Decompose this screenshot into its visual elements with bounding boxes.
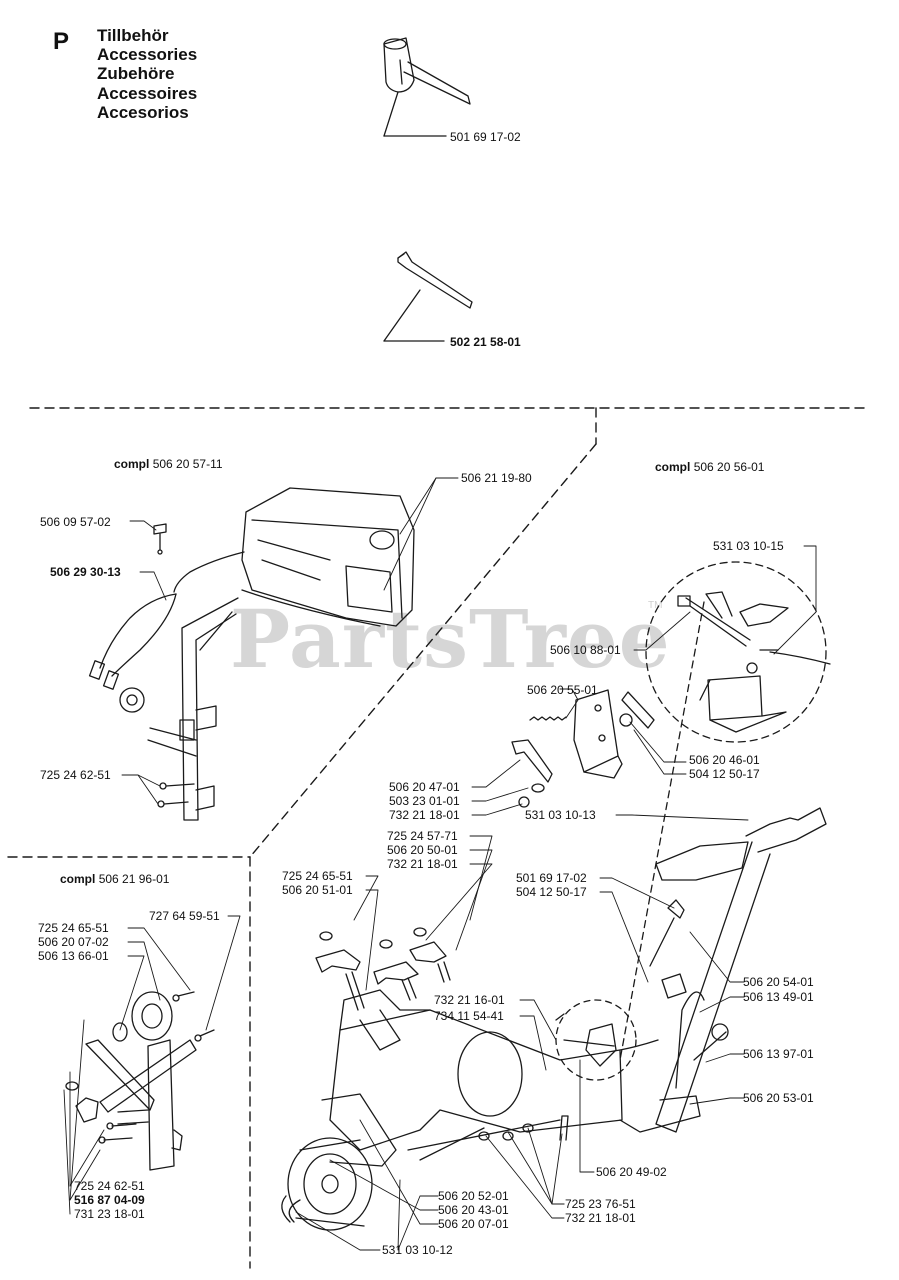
- part-label: 731 23 18-01: [74, 1207, 145, 1221]
- tank-kit-number: 506 20 57-11: [152, 457, 223, 471]
- part-label: 725 23 76-51: [565, 1197, 636, 1211]
- part-label: 504 12 50-17: [689, 767, 760, 781]
- part-label: 503 23 01-01: [389, 794, 460, 808]
- part-label: 734 11 54-41: [434, 1009, 504, 1023]
- part-label: 506 29 30-13: [50, 565, 121, 579]
- wheel-kit-drawing: [65, 991, 215, 1171]
- throttle-kit-header: compl 506 20 56-01: [655, 460, 764, 474]
- part-label: 531 03 10-13: [525, 808, 596, 822]
- wheel-kit-number: 506 21 96-01: [98, 872, 170, 886]
- part-label: 506 20 53-01: [743, 1091, 814, 1105]
- part-label: 506 20 51-01: [282, 883, 353, 897]
- title-english: Accessories: [97, 45, 198, 65]
- leader-lines: [63, 477, 817, 1251]
- tank-kit-prefix: compl: [114, 457, 150, 471]
- part-label: 725 24 57-71: [387, 829, 458, 843]
- part-label: 506 20 46-01: [689, 753, 760, 767]
- watermark-logo: PartsTree: [230, 592, 671, 686]
- title-block: Tillbehör Accessories Zubehöre Accessoir…: [97, 26, 197, 122]
- part-label: 504 12 50-17: [516, 885, 587, 899]
- part-label: 506 13 97-01: [743, 1047, 814, 1061]
- part-label: 506 21 19-80: [461, 471, 532, 485]
- clamp-parts-drawing: [315, 927, 451, 1011]
- part-label: 725 24 65-51: [38, 921, 109, 935]
- part-label: 727 64 59-51: [149, 909, 220, 923]
- throttle-detail-drawing: [645, 561, 831, 743]
- hex-key-drawing: [383, 251, 473, 342]
- part-label: 506 20 47-01: [389, 780, 460, 794]
- throttle-kit-number: 506 20 56-01: [693, 460, 765, 474]
- wheel-kit-header: compl 506 21 96-01: [60, 872, 169, 886]
- hex-key-part-number: 502 21 58-01: [450, 335, 521, 349]
- part-label: 732 21 18-01: [387, 857, 458, 871]
- part-label: 732 21 16-01: [434, 993, 505, 1007]
- part-label: 506 13 49-01: [743, 990, 814, 1004]
- part-label: 506 09 57-02: [40, 515, 111, 529]
- part-label: 506 20 07-02: [38, 935, 109, 949]
- part-label: 725 24 65-51: [282, 869, 353, 883]
- title-french: Accessoires: [97, 83, 198, 103]
- part-label: 506 20 52-01: [438, 1189, 509, 1203]
- part-label: 732 21 18-01: [389, 808, 460, 822]
- watermark-trademark: TM: [648, 600, 663, 611]
- part-label: 732 21 18-01: [565, 1211, 636, 1225]
- part-label: 531 03 10-12: [382, 1243, 453, 1257]
- part-label: 506 20 43-01: [438, 1203, 509, 1217]
- title-swedish: Tillbehör: [97, 26, 169, 45]
- socket-wrench-drawing: [383, 37, 471, 137]
- title-spanish: Accesorios: [97, 102, 189, 122]
- part-label: 501 69 17-02: [516, 871, 587, 885]
- linkage-parts-drawing: [511, 689, 655, 808]
- title-german: Zubehöre: [97, 64, 175, 84]
- wheel-kit-prefix: compl: [60, 872, 96, 886]
- part-label: 506 20 50-01: [387, 843, 458, 857]
- frame-assembly-drawing: [281, 601, 827, 1231]
- part-label: 506 10 88-01: [550, 643, 621, 657]
- part-label: 516 87 04-09: [74, 1193, 145, 1207]
- section-letter: P: [53, 28, 70, 55]
- tank-kit-header: compl 506 20 57-11: [114, 457, 223, 471]
- part-label: 506 20 55-01: [527, 683, 598, 697]
- section-dividers: [7, 407, 867, 1269]
- throttle-kit-prefix: compl: [655, 460, 691, 474]
- fuel-tank-kit-drawing: [88, 487, 415, 821]
- part-label: 725 24 62-51: [40, 768, 111, 782]
- wrench-part-number: 501 69 17-02: [450, 130, 521, 144]
- part-label: 506 13 66-01: [38, 949, 109, 963]
- part-label: 506 20 07-01: [438, 1217, 509, 1231]
- part-label: 531 03 10-15: [713, 539, 784, 553]
- part-label: 506 20 54-01: [743, 975, 814, 989]
- part-label: 725 24 62-51: [74, 1179, 145, 1193]
- part-label: 506 20 49-02: [596, 1165, 667, 1179]
